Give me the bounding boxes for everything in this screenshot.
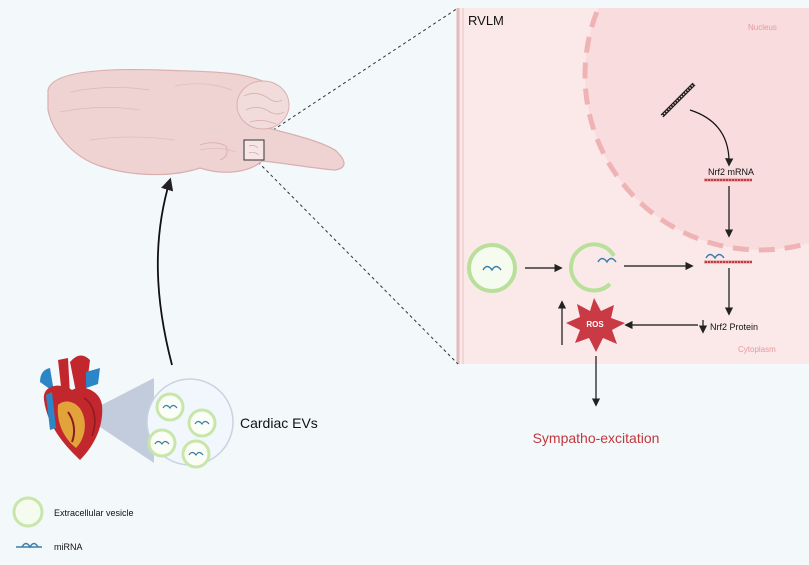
legend-mirna-label: miRNA xyxy=(54,542,83,552)
cardiac-ev-circle xyxy=(146,378,234,469)
nrf2-protein-label: Nrf2 Protein xyxy=(710,322,758,332)
legend-vesicle-label: Extracellular vesicle xyxy=(54,508,134,518)
nucleus xyxy=(582,8,809,253)
cytoplasm-label: Cytoplasm xyxy=(738,345,776,354)
ev-small-3 xyxy=(147,428,177,458)
rvlm-title: RVLM xyxy=(468,13,504,28)
legend: Extracellular vesicle miRNA xyxy=(12,496,134,552)
ros-label: ROS xyxy=(586,320,604,329)
zoom-line-top xyxy=(257,7,459,141)
nrf2-mrna-label: Nrf2 mRNA xyxy=(708,167,754,177)
rvlm-panel: RVLM Nucleus Cytoplasm xyxy=(456,8,809,364)
ev-small-4 xyxy=(181,439,211,469)
arrow-heart-to-brain xyxy=(156,177,174,366)
ev-opening xyxy=(569,242,617,293)
heart-illustration xyxy=(40,355,154,463)
ev-small-2 xyxy=(187,408,217,438)
ev-incoming xyxy=(467,243,517,293)
rvlm-region-box xyxy=(243,139,265,161)
ros-burst xyxy=(566,298,625,352)
arrow-precursor-to-mrna xyxy=(689,109,734,167)
nucleus-label: Nucleus xyxy=(748,23,777,32)
zoom-line-bottom xyxy=(257,161,459,365)
legend-vesicle-icon xyxy=(12,496,44,528)
sympatho-excitation-label: Sympatho-excitation xyxy=(533,430,660,446)
legend-mirna-icon xyxy=(16,542,42,549)
cardiac-evs-label: Cardiac EVs xyxy=(240,415,318,431)
mirna-precursor xyxy=(660,82,696,118)
brain-illustration xyxy=(47,68,345,176)
mrna-mirna-complex xyxy=(704,253,752,264)
ev-small-1 xyxy=(155,392,185,422)
